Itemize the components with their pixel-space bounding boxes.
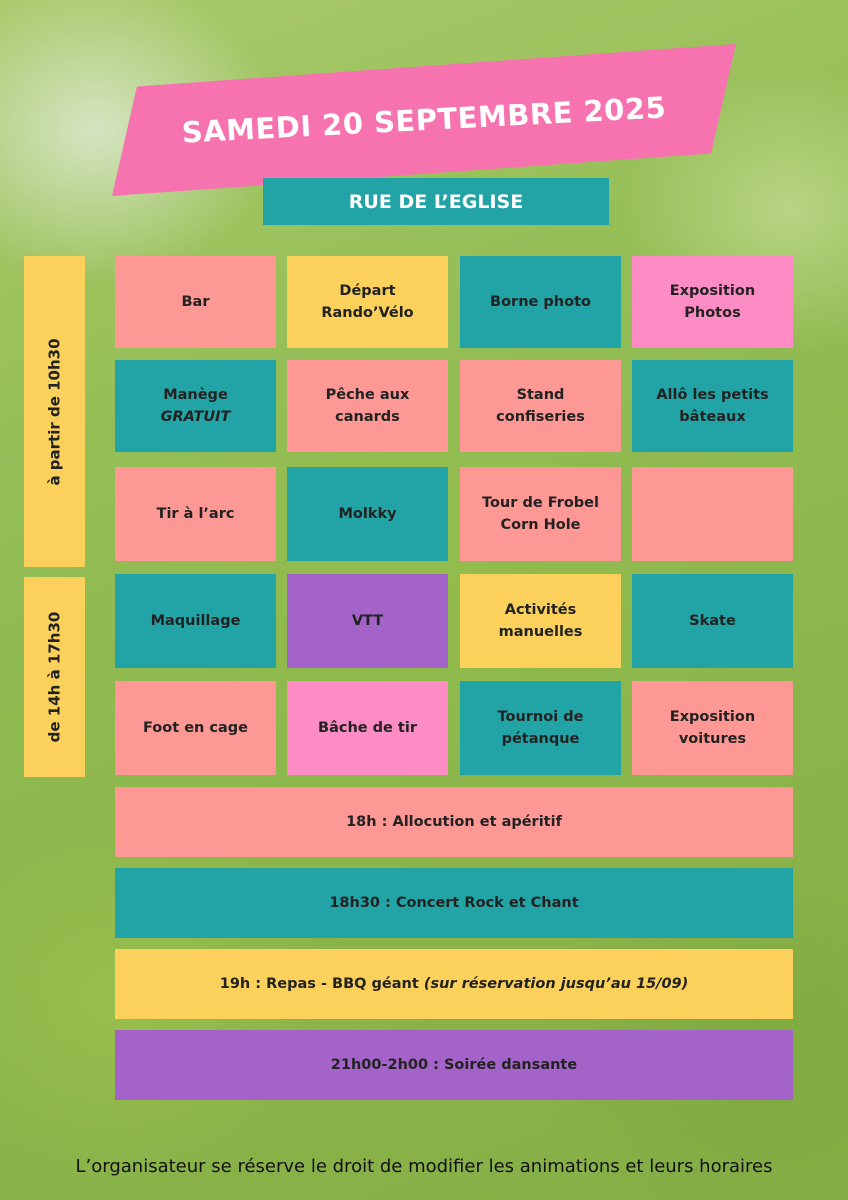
activity-borne-photo: Borne photo — [460, 256, 621, 348]
event-repas: 19h : Repas - BBQ géant (sur réservation… — [115, 949, 793, 1019]
side-label-afternoon-text: de 14h à 17h30 — [45, 611, 64, 743]
event-aperitif: 18h : Allocution et apéritif — [115, 787, 793, 857]
activity-skate: Skate — [632, 574, 793, 668]
activity-maquillage: Maquillage — [115, 574, 276, 668]
side-label-afternoon: de 14h à 17h30 — [24, 577, 85, 777]
activity-molkky: Molkky — [287, 467, 448, 561]
activity-bar: Bar — [115, 256, 276, 348]
activity-bache-tir: Bâche de tir — [287, 681, 448, 775]
activity-tir-arc: Tir à l’arc — [115, 467, 276, 561]
activity-empty — [632, 467, 793, 561]
footer-disclaimer: L’organisateur se réserve le droit de mo… — [75, 1155, 773, 1177]
activity-foot-cage: Foot en cage — [115, 681, 276, 775]
event-concert: 18h30 : Concert Rock et Chant — [115, 868, 793, 938]
street-label: RUE DE L’EGLISE — [263, 178, 609, 225]
side-label-morning-text: à partir de 10h30 — [45, 337, 64, 486]
event-soiree: 21h00-2h00 : Soirée dansante — [115, 1030, 793, 1100]
activity-vtt: VTT — [287, 574, 448, 668]
side-label-morning: à partir de 10h30 — [24, 256, 85, 567]
event-repas-note: (sur réservation jusqu’au 15/09) — [423, 976, 689, 992]
